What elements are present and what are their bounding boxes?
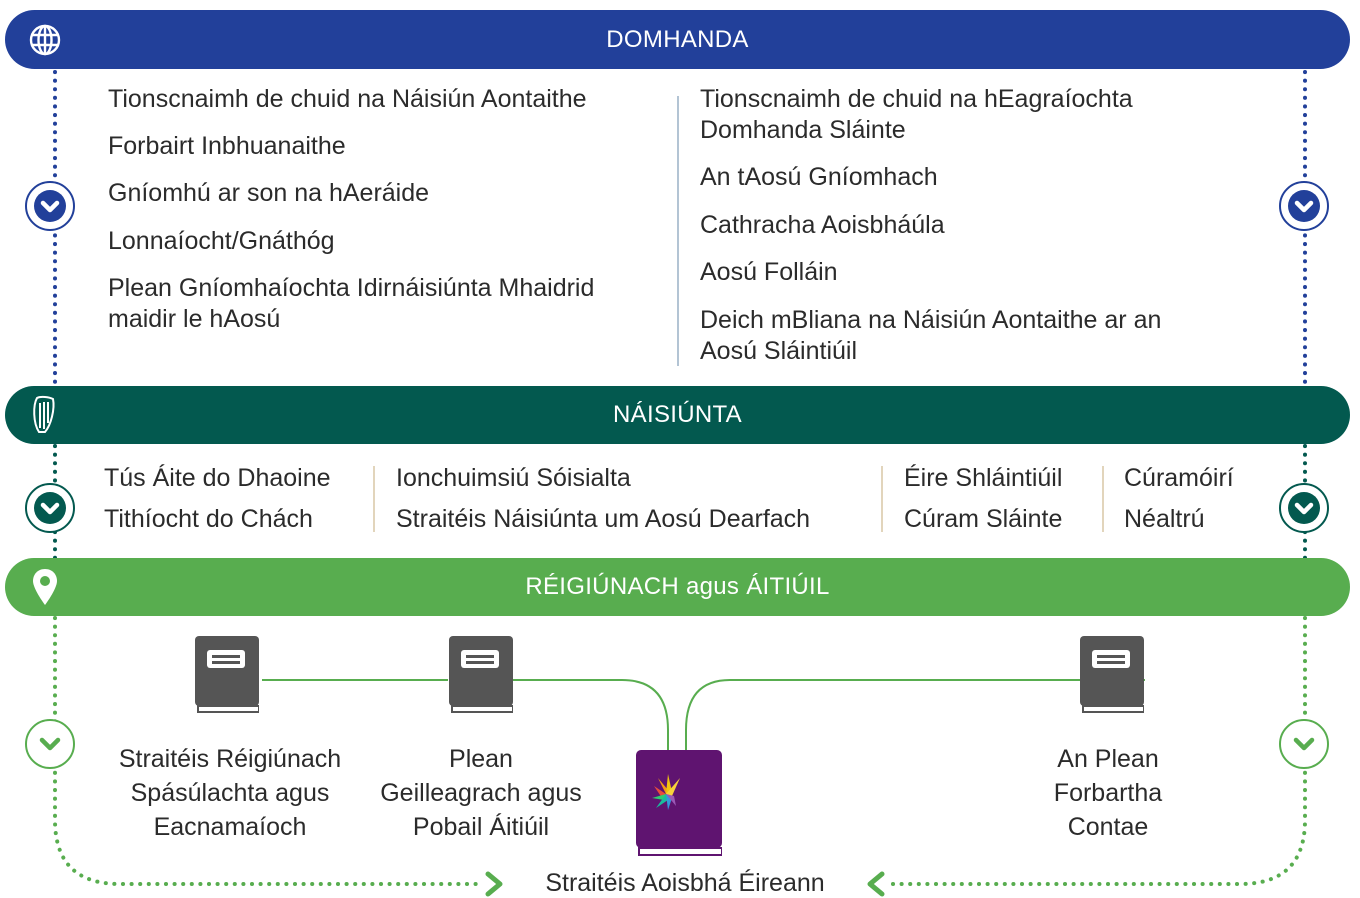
national-item: Straitéis Náisiúnta um Aosú Dearfach [396, 505, 811, 533]
chevron-down-icon [1288, 190, 1320, 222]
national-header-band: NÁISIÚNTA [5, 386, 1350, 444]
doc-label-line: Forbartha [1053, 779, 1163, 807]
national-item: Cúram Sláinte [904, 505, 1063, 533]
global-item: An tAosú Gníomhach [700, 163, 938, 191]
expand-regional-right-button[interactable] [1279, 719, 1329, 769]
harp-icon [25, 395, 65, 435]
global-item: Aosú Sláintiúil [700, 337, 858, 365]
book-icon [449, 636, 514, 719]
global-item: maidir le hAosú [108, 305, 281, 333]
age-friendly-strategy-book-icon [636, 750, 723, 861]
expand-national-right-button[interactable] [1279, 483, 1329, 533]
expand-global-right-button[interactable] [1279, 181, 1329, 231]
chevron-down-icon [34, 190, 66, 222]
national-item: Cúramóirí [1124, 464, 1234, 492]
national-item: Tithíocht do Chách [104, 505, 313, 533]
regional-doc-label: Straitéis Réigiúnach Spásúlachta agus Ea… [108, 742, 352, 844]
national-title: NÁISIÚNTA [613, 401, 742, 428]
doc-label-line: Plean [449, 745, 513, 773]
regional-header-band: RÉIGIÚNACH agus ÁITIÚIL [5, 558, 1350, 616]
doc-label-line: Straitéis Réigiúnach [118, 745, 342, 773]
global-item: Gníomhú ar son na hAeráide [108, 179, 430, 207]
location-pin-icon [25, 567, 65, 607]
county-doc-label: An Plean Forbartha Contae [1030, 742, 1186, 844]
global-item: Cathracha Aoisbháúla [700, 211, 945, 239]
national-item: Ionchuimsiú Sóisialta [396, 464, 631, 492]
chevron-down-icon [34, 492, 66, 524]
global-item: Deich mBliana na Náisiún Aontaithe ar an [700, 306, 1162, 334]
regional-title: RÉIGIÚNACH agus ÁITIÚIL [525, 573, 830, 600]
global-item: Domhanda Sláinte [700, 116, 906, 144]
doc-label-line: Spásúlachta agus [130, 779, 330, 807]
national-item: Éire Shláintiúil [904, 464, 1063, 492]
chevron-down-icon [39, 737, 61, 751]
global-item: Forbairt Inbhuanaithe [108, 132, 346, 160]
chevron-down-icon [1293, 737, 1315, 751]
expand-national-left-button[interactable] [25, 483, 75, 533]
global-item: Tionscnaimh de chuid na Náisiún Aontaith… [108, 85, 587, 113]
globe-icon [25, 20, 65, 60]
expand-regional-left-button[interactable] [25, 719, 75, 769]
doc-label-line: An Plean [1057, 745, 1159, 773]
global-item: Lonnaíocht/Gnáthóg [108, 227, 335, 255]
doc-label-line: Geilleagrach agus [380, 779, 582, 807]
global-item: Plean Gníomhaíochta Idirnáisiúnta Mhaidr… [108, 274, 595, 302]
local-doc-label: Plean Geilleagrach agus Pobail Áitiúil [368, 742, 594, 844]
doc-label-line: Pobail Áitiúil [412, 813, 550, 841]
expand-global-left-button[interactable] [25, 181, 75, 231]
global-item: Tionscnaimh de chuid na hEagraíochta [700, 85, 1133, 113]
book-icon [195, 636, 260, 719]
doc-label-line: Contae [1067, 813, 1149, 841]
global-item: Aosú Folláin [700, 258, 838, 286]
doc-label-line: Eacnamaíoch [153, 813, 307, 841]
global-title: DOMHANDA [606, 25, 749, 53]
national-item: Néaltrú [1124, 505, 1205, 533]
chevron-down-icon [1288, 492, 1320, 524]
global-header-band: DOMHANDA [5, 10, 1350, 69]
national-item: Tús Áite do Dhaoine [104, 464, 331, 492]
book-icon [1080, 636, 1145, 719]
main-strategy-label: Straitéis Aoisbhá Éireann [545, 869, 825, 897]
